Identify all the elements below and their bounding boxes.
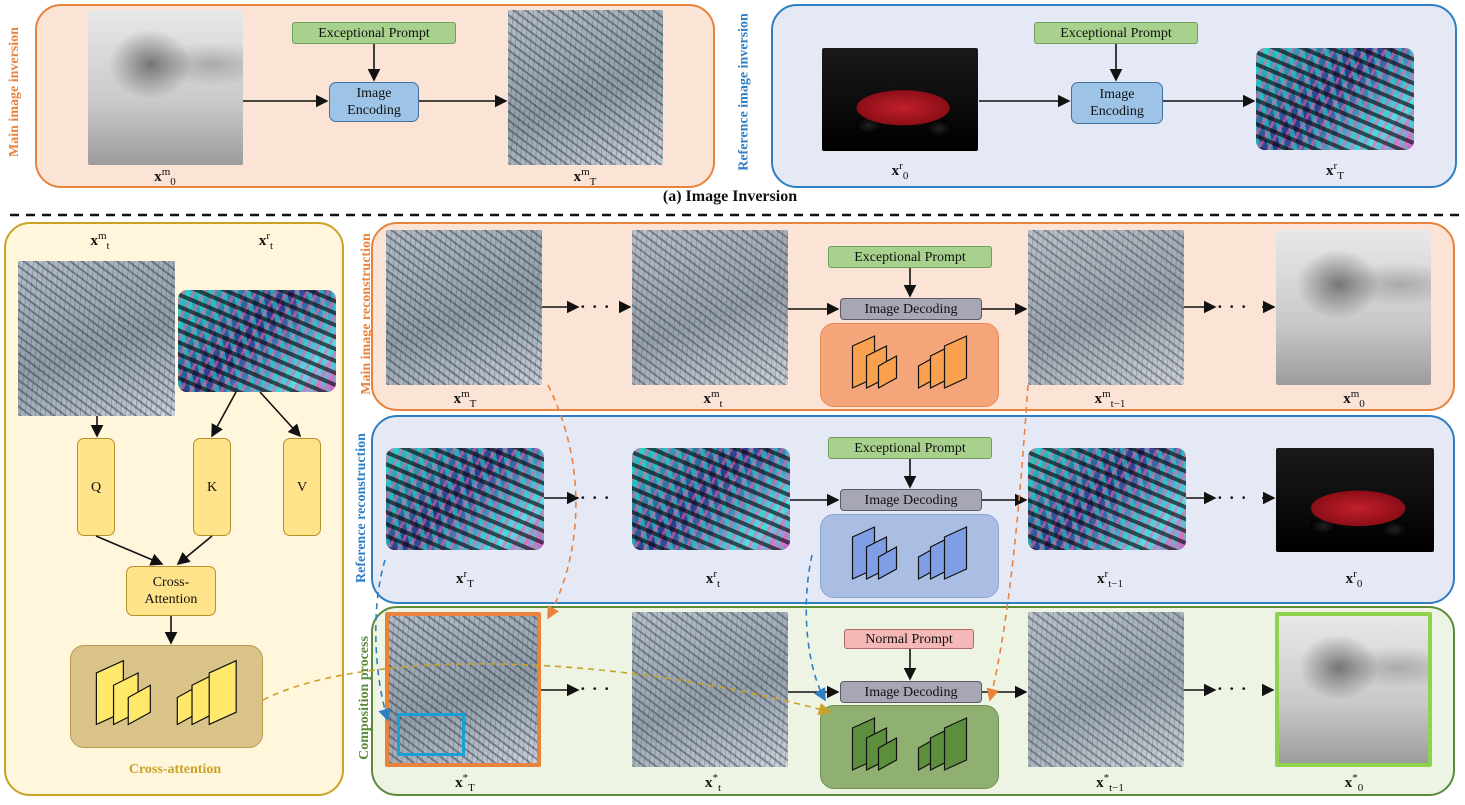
row1-unet	[820, 323, 999, 407]
left-main-latent	[18, 261, 175, 416]
normal-prompt-box: Normal Prompt	[844, 629, 974, 649]
row2-xT	[386, 448, 544, 550]
dots-r1b: · · ·	[1217, 297, 1248, 316]
caption-c-3: x*0	[1344, 772, 1364, 794]
row2-decoder: Image Decoding	[840, 489, 982, 511]
cross-attention-unet	[70, 645, 263, 748]
caption-m-1: xmt	[703, 388, 723, 410]
dots-r3b: · · ·	[1217, 679, 1248, 698]
image-encoding-box: Image Encoding	[329, 82, 419, 122]
unet-layer-shape	[127, 684, 151, 726]
dots-r2a: · · ·	[580, 488, 611, 507]
main-inversion-label: Main image inversion	[7, 27, 22, 157]
unet-layer-shape	[208, 659, 237, 726]
caption-r-0: xrT	[456, 568, 474, 590]
dots-r3a: · · ·	[580, 679, 611, 698]
row2-xt	[632, 448, 790, 550]
caption-r-2: xrt−1	[1097, 568, 1123, 590]
row2-x0	[1276, 448, 1434, 552]
composition-label: Composition process	[357, 636, 372, 760]
caption-m-2: xmt−1	[1094, 388, 1126, 410]
unet-layers-yellow	[95, 659, 237, 726]
main-image-x0	[88, 10, 243, 165]
cross-attention-box: Cross-Attention	[126, 566, 216, 616]
caption-c-1: x*t	[704, 772, 722, 794]
query-box: Q	[77, 438, 115, 536]
reference-noise-xT	[1256, 48, 1414, 150]
row3-xt-1	[1028, 612, 1184, 767]
row1-decoder: Image Decoding	[840, 298, 982, 320]
caption-m-3: xm0	[1343, 388, 1365, 410]
reference-image-x0	[822, 48, 978, 151]
row3-xt	[632, 612, 788, 767]
caption-r-1: xrt	[705, 568, 721, 590]
unet-layer-shape	[877, 736, 898, 772]
reference-region-box	[397, 713, 465, 756]
row3-x0	[1275, 612, 1432, 767]
main-reconstruction-label: Main image reconstruction	[359, 233, 374, 395]
row1-x0	[1276, 230, 1431, 385]
caption-c-0: x*T	[455, 772, 475, 794]
unet-layers-orange	[851, 335, 968, 390]
exceptional-prompt-box-ref: Exceptional Prompt	[1034, 22, 1198, 44]
caption-xt-r: xrt	[258, 230, 274, 252]
row3-decoder: Image Decoding	[840, 681, 982, 703]
main-noise-xT	[508, 10, 663, 165]
row2-prompt: Exceptional Prompt	[828, 437, 992, 459]
row1-prompt: Exceptional Prompt	[828, 246, 992, 268]
row1-xt	[632, 230, 788, 385]
caption-m-0: xmT	[453, 388, 477, 410]
dots-r1a: · · ·	[580, 297, 611, 316]
unet-layer-shape	[943, 335, 968, 389]
exceptional-prompt-box: Exceptional Prompt	[292, 22, 456, 44]
caption-xT-ref: xrT	[1326, 160, 1344, 182]
dots-r2b: · · ·	[1217, 488, 1248, 507]
unet-layer-shape	[943, 526, 968, 580]
unet-layers-green	[851, 717, 968, 772]
row2-unet	[820, 514, 999, 598]
caption-x0-main: xm0	[154, 166, 176, 188]
row1-xt-1	[1028, 230, 1184, 385]
unet-layers-blue	[851, 526, 968, 581]
unet-layer-shape	[877, 545, 898, 581]
caption-c-2: x*t−1	[1096, 772, 1124, 794]
caption-x0-ref: xr0	[891, 160, 909, 182]
row3-unet	[820, 705, 999, 789]
row1-xT	[386, 230, 542, 385]
unet-layer-shape	[943, 717, 968, 771]
image-encoding-box-ref: Image Encoding	[1071, 82, 1163, 124]
caption-xt-m: xmt	[90, 230, 110, 252]
left-ref-latent	[178, 290, 336, 392]
section-a-title: (a) Image Inversion	[662, 188, 798, 205]
unet-layer-shape	[877, 354, 898, 390]
caption-r-3: xr0	[1345, 568, 1363, 590]
reference-inversion-label: Reference image inversion	[736, 13, 752, 171]
key-box: K	[193, 438, 231, 536]
reference-reconstruction-label: Reference reconstruction	[354, 433, 369, 583]
caption-xT-main: xmT	[573, 166, 597, 188]
row2-xt-1	[1028, 448, 1186, 550]
cross-attention-label: Cross-attention	[128, 762, 222, 777]
value-box: V	[283, 438, 321, 536]
